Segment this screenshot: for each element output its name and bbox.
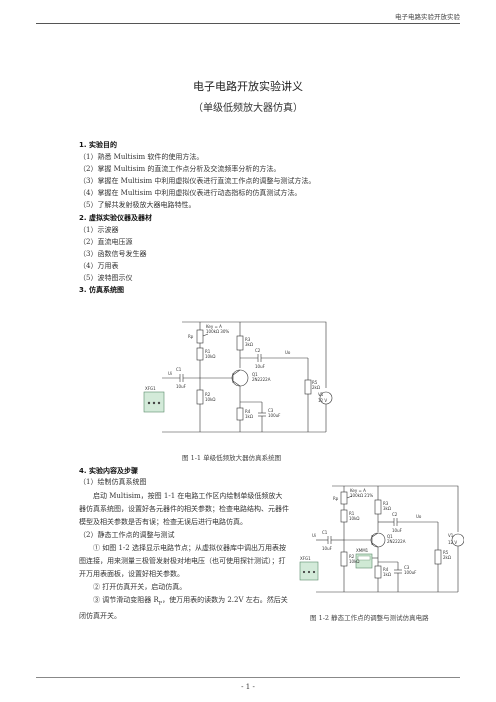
equipment-item: （2）直流电压源 (79, 238, 133, 246)
svg-text:Rp: Rp (188, 334, 194, 339)
svg-text:Key = A: Key = A (206, 324, 222, 329)
svg-text:R4: R4 (245, 409, 251, 414)
svg-text:10kΩ: 10kΩ (349, 516, 359, 521)
svg-text:1kΩ: 1kΩ (245, 414, 253, 419)
equipment-item: （5）波特图示仪 (79, 274, 133, 282)
svg-text:2kΩ: 2kΩ (312, 385, 320, 390)
svg-text:100kΩ 30%: 100kΩ 30% (206, 329, 229, 334)
header-rule (36, 23, 460, 24)
figure1-caption: 图 1-1 单级低频放大器仿真系统图 (182, 454, 282, 462)
document-subtitle: （单级低频放大器仿真） (193, 103, 303, 114)
svg-text:R1: R1 (349, 511, 355, 516)
svg-text:R5: R5 (443, 550, 449, 555)
svg-text:R3: R3 (245, 337, 251, 342)
procedure-paragraph-1: 启动 Multisim，按图 1-1 在电路工作区内绘制单级低频放大器仿真系统图… (79, 492, 289, 526)
procedure-text: 启动 Multisim，按图 1-1 在电路工作区内绘制单级低频放大器仿真系统图… (79, 490, 289, 623)
svg-text:10kΩ: 10kΩ (205, 354, 215, 359)
svg-text:Q1: Q1 (252, 372, 258, 377)
svg-text:Uo: Uo (285, 350, 291, 355)
procedure-step-1: ① 如图 1-2 选择显示电路节点；从虚拟仪器库中调出万用表按图连接，用来测量三… (79, 544, 286, 578)
svg-text:R2: R2 (349, 554, 355, 559)
svg-text:C1: C1 (322, 530, 328, 535)
objective-item: （5）了解共发射极放大器电路特性。 (79, 201, 196, 209)
svg-text:3kΩ: 3kΩ (383, 506, 391, 511)
svg-text:R4: R4 (383, 567, 389, 572)
circuit-diagram-2: XFG1 XMM1 Ui C1 10uF Rp Key = A 100kΩ 21… (299, 485, 464, 593)
svg-text:Key = A: Key = A (350, 488, 366, 493)
svg-text:10kΩ: 10kΩ (349, 559, 359, 564)
svg-text:2N2222A: 2N2222A (252, 377, 271, 382)
svg-text:10uF: 10uF (176, 384, 187, 389)
page-number: - 1 - (241, 683, 255, 691)
section-heading-procedure: 4. 实验内容及步骤 (79, 467, 138, 475)
svg-text:R1: R1 (205, 349, 211, 354)
equipment-item: （1）示波器 (79, 226, 119, 234)
svg-text:C1: C1 (176, 367, 182, 372)
objective-item: （1）熟悉 Multisim 软件的使用方法。 (79, 153, 204, 161)
svg-text:2kΩ: 2kΩ (443, 555, 451, 560)
svg-text:10kΩ: 10kΩ (205, 397, 215, 402)
svg-text:C3: C3 (268, 408, 274, 413)
document-title: 电子电路开放实验讲义 (193, 80, 303, 93)
svg-text:100uF: 100uF (404, 570, 417, 575)
circuit-diagram-1: XFG1 Ui C1 10uF Rp Key = A 100kΩ 30% R1 … (143, 321, 333, 433)
procedure-subheading: （1）绘制仿真系统图 (79, 478, 147, 486)
procedure-subheading: （2）静态工作点的调整与测试 (79, 531, 175, 539)
svg-text:XFG1: XFG1 (300, 556, 311, 561)
svg-text:1kΩ: 1kΩ (383, 572, 391, 577)
svg-text:10uF: 10uF (392, 528, 403, 533)
svg-text:C2: C2 (255, 348, 261, 353)
objective-item: （2）掌握 Multisim 的直流工作点分析及交流频率分析的方法。 (79, 165, 281, 173)
running-title: 电子电路实验开放实验 (395, 13, 460, 21)
equipment-item: （3）函数信号发生器 (79, 250, 147, 258)
svg-text:12 V: 12 V (318, 398, 327, 403)
svg-text:Uo: Uo (416, 514, 422, 519)
procedure-step-2: ② 打开仿真开关，启动仿真。 (93, 583, 187, 591)
page-header: 电子电路实验开放实验 (0, 0, 496, 26)
footer-rule (36, 677, 460, 678)
svg-text:V1: V1 (318, 392, 324, 397)
svg-text:Ui: Ui (312, 533, 316, 538)
svg-text:10uF: 10uF (255, 364, 266, 369)
svg-text:10uF: 10uF (322, 546, 333, 551)
svg-text:Rp: Rp (333, 496, 339, 501)
section-heading-equipment: 2. 虚拟实验仪器及器材 (79, 214, 152, 222)
section-heading-objectives: 1. 实验目的 (79, 141, 117, 149)
section-heading-diagram: 3. 仿真系统图 (79, 286, 124, 294)
objective-item: （4）掌握在 Multisim 中利用虚拟仪表进行动态指标的仿真测试方法。 (79, 189, 302, 197)
svg-text:XMM1: XMM1 (356, 548, 369, 553)
svg-text:12 V: 12 V (448, 540, 457, 545)
svg-text:R2: R2 (205, 392, 211, 397)
svg-text:XFG1: XFG1 (145, 386, 156, 391)
svg-text:Q1: Q1 (387, 534, 393, 539)
svg-text:Ui: Ui (168, 371, 172, 376)
objective-item: （3）掌握在 Multisim 中利用虚拟仪表进行直流工作点的调整与测试方法。 (79, 177, 316, 185)
svg-text:2N2222A: 2N2222A (387, 539, 406, 544)
svg-text:V1: V1 (448, 533, 454, 538)
svg-text:3kΩ: 3kΩ (245, 342, 253, 347)
figure2-caption: 图 1-2 静态工作点的调整与测试仿真电路 (310, 614, 429, 622)
svg-text:R5: R5 (312, 380, 318, 385)
procedure-step-3: ③ 调节滑动变阻器 RP，使万用表的读数为 2.2V 左右。然后关闭仿真开关。 (79, 596, 288, 621)
svg-text:R3: R3 (383, 501, 389, 506)
svg-text:C2: C2 (392, 512, 398, 517)
equipment-item: （4）万用表 (79, 262, 119, 270)
svg-text:100uF: 100uF (268, 413, 281, 418)
svg-text:100kΩ 21%: 100kΩ 21% (350, 493, 373, 498)
svg-text:C3: C3 (404, 565, 410, 570)
